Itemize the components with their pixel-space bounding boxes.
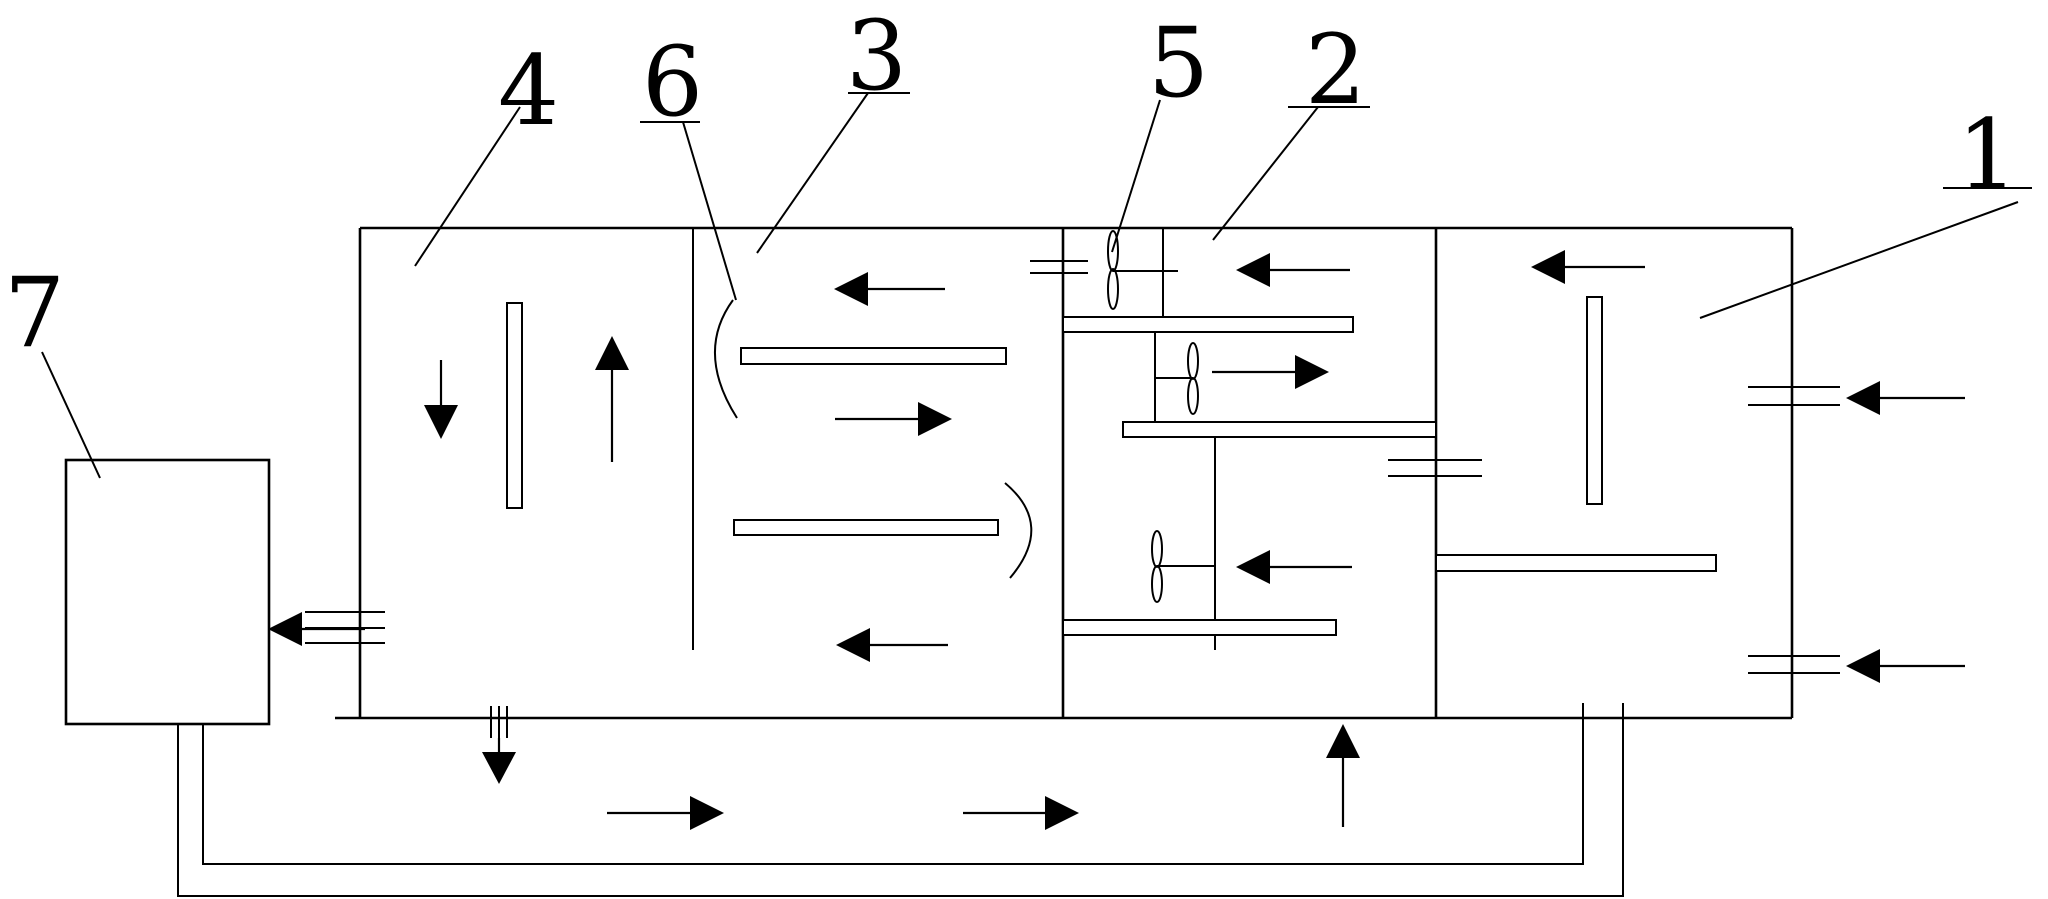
baffle-2-top: [1062, 316, 1354, 333]
flow-arrows: [268, 250, 1965, 830]
label-3: 3: [846, 0, 907, 112]
baffle-1-horizontal: [1435, 554, 1717, 572]
fan-icon: [1107, 230, 1178, 310]
vertical-baffle-1: [1586, 296, 1603, 505]
chamber-dividers: [692, 228, 1438, 718]
arrow-down-icon: [482, 738, 516, 784]
leader-4: [414, 106, 521, 267]
arrow-left-icon: [268, 612, 365, 646]
chamber-4: [506, 302, 523, 509]
arrow-right-icon: [835, 402, 952, 436]
arrow-right-icon: [607, 796, 724, 830]
leader-5: [1111, 99, 1161, 253]
unit-7-box: [64, 458, 271, 726]
label-1: 1: [1957, 99, 2018, 211]
chamber-1: [1435, 296, 1717, 572]
arrow-left-icon: [1846, 649, 1965, 683]
chamber-3: [714, 299, 1033, 579]
baffle-2-low: [1062, 619, 1337, 636]
label-2: 2: [1305, 14, 1366, 126]
baffle-2-mid: [1122, 421, 1437, 438]
fan-icon: [1155, 342, 1199, 415]
arrow-right-icon: [963, 796, 1079, 830]
vertical-baffle-4: [506, 302, 523, 509]
return-duct-inner: [202, 703, 1584, 865]
curved-deflector-6: [714, 299, 738, 419]
arrow-left-icon: [1236, 253, 1350, 287]
leader-2: [1212, 106, 1319, 241]
fans: [1107, 230, 1215, 603]
arrow-left-icon: [1236, 550, 1352, 584]
leader-3: [756, 92, 869, 254]
arrow-down-icon: [424, 360, 458, 439]
chamber-2: [1062, 228, 1437, 650]
leader-1: [1699, 201, 2019, 319]
return-duct: [177, 703, 1624, 897]
label-4: 4: [498, 35, 559, 147]
leader-6: [682, 121, 737, 301]
label-5: 5: [1148, 7, 1209, 119]
baffle-3-lower: [733, 519, 999, 536]
arrow-up-icon: [595, 336, 629, 462]
arrow-left-icon: [834, 272, 945, 306]
labels: 1 2 3 4 5 6 7: [4, 0, 2018, 369]
label-6: 6: [642, 26, 703, 138]
arrow-left-icon: [1531, 250, 1645, 284]
baffle-3-upper: [740, 347, 1007, 365]
fan-icon: [1151, 530, 1215, 603]
curved-deflector-lower: [1004, 482, 1033, 579]
label-7: 7: [4, 257, 65, 369]
arrow-right-icon: [1212, 355, 1329, 389]
leader-lines: [41, 92, 2032, 479]
arrow-left-icon: [836, 628, 948, 662]
leader-7: [41, 351, 101, 479]
arrow-up-icon: [1326, 724, 1360, 827]
return-duct-outer: [177, 703, 1624, 897]
arrow-left-icon: [1846, 381, 1965, 415]
